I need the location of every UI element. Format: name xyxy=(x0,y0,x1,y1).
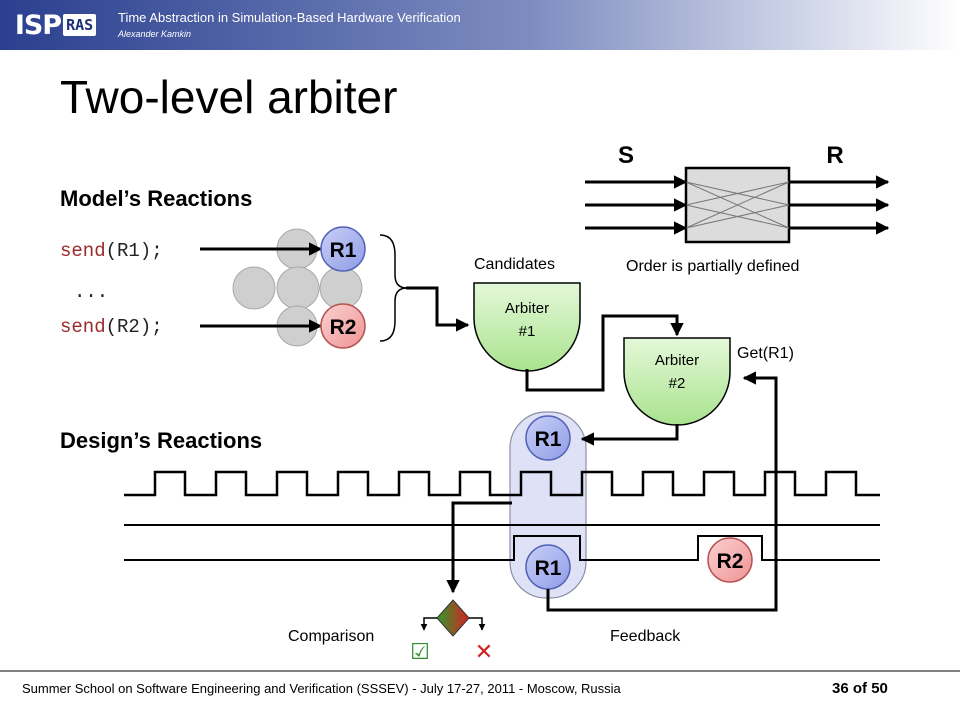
candidates-label: Candidates xyxy=(474,256,555,273)
check-icon: ☑ xyxy=(410,639,430,664)
presentation-author: Alexander Kamkin xyxy=(118,29,192,39)
comparison-pass-branch xyxy=(420,617,437,631)
page-separator: of xyxy=(852,680,868,697)
page-number: 36 of 50 xyxy=(832,680,888,697)
feedback-arrow xyxy=(546,371,778,612)
logo-ras-text: RAS xyxy=(63,14,97,36)
code-keyword: send xyxy=(60,240,106,262)
code-line-send-r1: send(R1); xyxy=(60,240,163,262)
page-total: 50 xyxy=(871,680,888,697)
code-line-send-r2: send(R2); xyxy=(60,316,163,338)
header-bar: ISP RAS Time Abstraction in Simulation-B… xyxy=(0,0,960,50)
signal-line-2 xyxy=(124,535,880,561)
isp-ras-logo: ISP RAS xyxy=(9,7,102,43)
order-label: Order is partially defined xyxy=(626,258,800,275)
design-r1-top-token xyxy=(525,415,571,461)
switch-output-arrows xyxy=(789,175,890,235)
arbiter1-shape xyxy=(473,282,581,372)
arbiter2-shape xyxy=(623,337,731,426)
arbiter2-name: Arbiter xyxy=(655,352,699,369)
code-ellipsis: ... xyxy=(74,281,109,303)
arbiter2-number: #2 xyxy=(669,375,686,392)
candidates-to-arbiter1-arrow xyxy=(406,286,470,332)
footer-text: Summer School on Software Engineering an… xyxy=(22,681,621,696)
design-r2-token xyxy=(707,537,753,583)
design-r2-label: R2 xyxy=(717,550,744,573)
switch-input-arrows xyxy=(585,175,688,235)
candidates-brace xyxy=(379,234,408,342)
switch-label-s: S xyxy=(618,142,634,169)
switch-crossing-lines xyxy=(685,181,790,229)
design-r1-bottom-label: R1 xyxy=(535,557,562,580)
feedback-label: Feedback xyxy=(610,628,681,645)
design-r1-top-label: R1 xyxy=(535,428,562,451)
logo-isp-text: ISP xyxy=(14,9,62,41)
model-r1-label: R1 xyxy=(330,239,357,262)
switch-box xyxy=(684,166,791,244)
code-args: (R1); xyxy=(105,240,163,262)
presentation-title: Time Abstraction in Simulation-Based Har… xyxy=(118,10,461,25)
arbiter1-number: #1 xyxy=(519,323,536,340)
slide-title: Two-level arbiter xyxy=(60,71,398,123)
models-reactions-heading: Model’s Reactions xyxy=(60,186,253,211)
code-args: (R2); xyxy=(105,316,163,338)
comparison-label: Comparison xyxy=(288,628,375,645)
switch-label-r: R xyxy=(826,142,843,169)
get-r1-label: Get(R1) xyxy=(737,345,794,362)
model-r2-label: R2 xyxy=(330,316,357,339)
cross-icon: ✕ xyxy=(475,639,493,664)
send-arrows xyxy=(200,242,323,333)
model-r2-token xyxy=(320,303,366,349)
clock-waveform xyxy=(124,470,880,497)
code-keyword: send xyxy=(60,316,106,338)
comparison-fail-branch xyxy=(469,617,486,631)
designs-reactions-heading: Design’s Reactions xyxy=(60,428,263,453)
comparison-arrow xyxy=(446,501,512,594)
arbiter2-to-r1-arrow xyxy=(580,424,679,446)
page-current: 36 xyxy=(832,680,849,697)
arbiter1-to-arbiter2-arrow xyxy=(525,314,684,392)
model-r1-token xyxy=(320,226,366,272)
comparison-diamond xyxy=(436,599,470,637)
arbiter1-name: Arbiter xyxy=(505,300,549,317)
